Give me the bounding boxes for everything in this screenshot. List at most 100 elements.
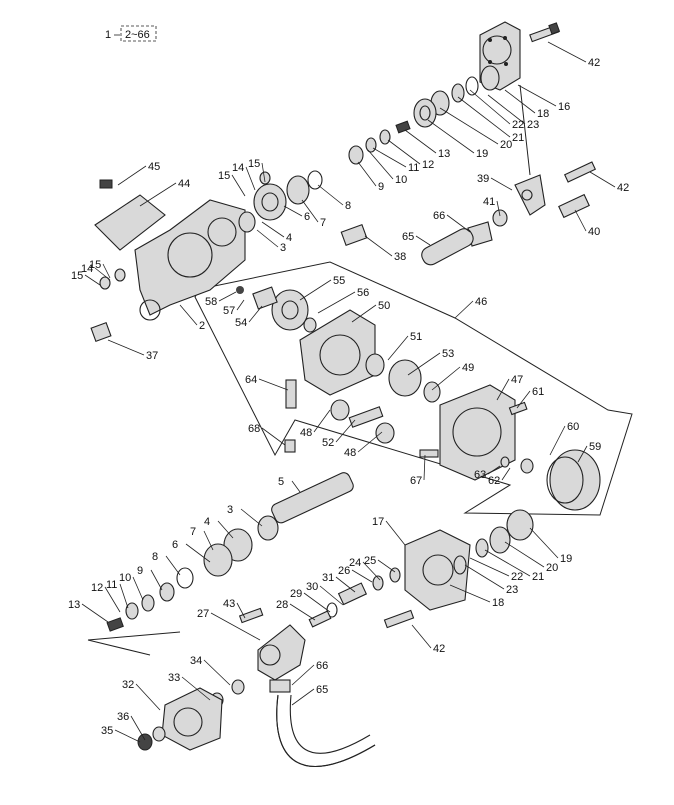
leader-line bbox=[335, 576, 356, 593]
callout-number: 67 bbox=[410, 475, 422, 487]
leader-line bbox=[504, 541, 545, 568]
callout-number: 64 bbox=[245, 374, 257, 386]
leader-line bbox=[218, 291, 237, 302]
leader-line bbox=[431, 366, 461, 391]
callout-number: 65 bbox=[316, 684, 328, 696]
leader-line bbox=[261, 221, 285, 238]
callout-number: 15 bbox=[71, 270, 83, 282]
callout-number: 38 bbox=[394, 251, 406, 263]
leader-line bbox=[261, 427, 286, 446]
callout-number: 66 bbox=[316, 660, 328, 672]
callout-number: 7 bbox=[190, 526, 196, 538]
leader-line bbox=[517, 84, 557, 107]
upper-housing bbox=[90, 170, 368, 343]
leader-line bbox=[385, 520, 406, 546]
callout-number: 20 bbox=[546, 562, 558, 574]
callout-number: 66 bbox=[433, 210, 445, 222]
leader-line bbox=[574, 209, 587, 232]
leader-line bbox=[454, 300, 474, 319]
callout-number: 43 bbox=[223, 598, 235, 610]
callout-number: 9 bbox=[378, 181, 384, 193]
leader-line bbox=[289, 603, 316, 621]
frame-line-left-2 bbox=[87, 639, 151, 656]
leader-line bbox=[351, 569, 373, 583]
leader-line bbox=[469, 89, 511, 125]
callout-number: 49 bbox=[462, 362, 474, 374]
callout-number: 15 bbox=[248, 158, 260, 170]
leader-line bbox=[504, 89, 536, 114]
callout-labels: 4216182322212019131211109842394166406515… bbox=[68, 57, 629, 737]
callout-number: 15 bbox=[218, 170, 230, 182]
callout-number: 10 bbox=[395, 174, 407, 186]
callout-number: 30 bbox=[306, 581, 318, 593]
subassembly-frame bbox=[194, 261, 633, 516]
leader-line bbox=[303, 592, 331, 613]
callout-number: 32 bbox=[122, 679, 134, 691]
leader-line bbox=[245, 166, 256, 191]
range-box bbox=[120, 25, 157, 42]
callout-number: 17 bbox=[372, 516, 384, 528]
leader-line bbox=[291, 664, 315, 686]
bolt-42-top bbox=[529, 22, 561, 43]
callout-number: 3 bbox=[280, 242, 286, 254]
leader-line bbox=[248, 305, 263, 323]
callout-number: 8 bbox=[345, 200, 351, 212]
leader-line bbox=[210, 612, 261, 641]
callout-number: 7 bbox=[320, 217, 326, 229]
leader-line bbox=[407, 352, 441, 376]
callout-number: 9 bbox=[137, 565, 143, 577]
callout-number: 65 bbox=[402, 231, 414, 243]
callout-number: 22 bbox=[512, 119, 524, 131]
leader-line bbox=[283, 205, 303, 217]
leader-line bbox=[102, 263, 111, 279]
callout-number: 50 bbox=[378, 300, 390, 312]
callout-number: 10 bbox=[119, 572, 131, 584]
leader-line bbox=[496, 378, 510, 401]
middle-gear-assembly bbox=[236, 286, 601, 511]
leader-line bbox=[487, 465, 501, 475]
callout-number: 28 bbox=[276, 599, 288, 611]
leader-line bbox=[117, 165, 147, 186]
leader-line bbox=[335, 419, 356, 443]
callout-number: 26 bbox=[338, 565, 350, 577]
leader-line bbox=[181, 676, 211, 701]
leader-line bbox=[501, 467, 511, 481]
callout-number: 31 bbox=[322, 572, 334, 584]
leader-line bbox=[589, 171, 616, 188]
index-number: 1 bbox=[105, 29, 111, 41]
callout-number: 6 bbox=[172, 539, 178, 551]
callout-number: 5 bbox=[278, 476, 284, 488]
leader-line bbox=[404, 129, 437, 154]
callout-number: 18 bbox=[537, 108, 549, 120]
leader-line bbox=[547, 41, 587, 63]
leader-line bbox=[107, 339, 145, 356]
callout-number: 34 bbox=[190, 655, 202, 667]
callout-number: 60 bbox=[567, 421, 579, 433]
callout-number: 37 bbox=[146, 350, 158, 362]
callout-number: 57 bbox=[223, 305, 235, 317]
leader-line bbox=[203, 530, 214, 551]
callout-number: 35 bbox=[101, 725, 113, 737]
callout-number: 47 bbox=[511, 374, 523, 386]
leader-line bbox=[357, 161, 377, 187]
leader-line bbox=[577, 445, 588, 463]
leader-line bbox=[84, 274, 101, 286]
leader-line bbox=[490, 177, 513, 191]
callout-number: 62 bbox=[488, 475, 500, 487]
leader-line bbox=[130, 715, 146, 741]
leader-line bbox=[319, 585, 344, 606]
leader-line bbox=[469, 557, 510, 577]
leader-line bbox=[291, 688, 315, 706]
callout-number: 59 bbox=[589, 441, 601, 453]
callout-number: 56 bbox=[357, 287, 369, 299]
callout-number: 42 bbox=[433, 643, 445, 655]
callout-number: 61 bbox=[532, 386, 544, 398]
callout-number: 15 bbox=[89, 259, 101, 271]
leader-line bbox=[464, 564, 505, 590]
leader-line bbox=[299, 279, 332, 301]
callout-leaders bbox=[81, 41, 616, 743]
seal-stack-upper bbox=[348, 65, 500, 165]
leader-line bbox=[516, 390, 531, 409]
leader-line bbox=[457, 96, 511, 138]
